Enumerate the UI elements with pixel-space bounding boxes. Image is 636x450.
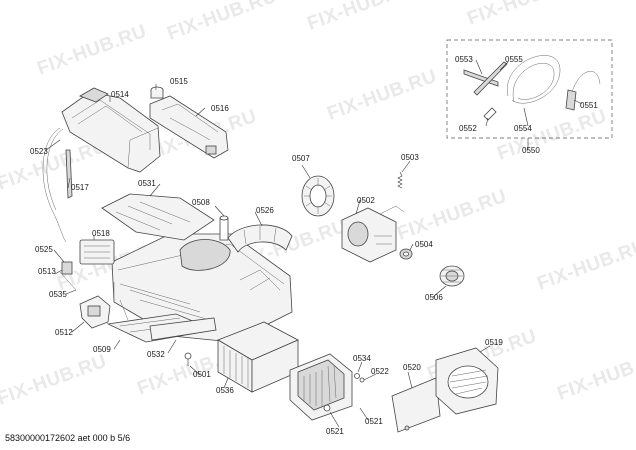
control-module-part [79,239,115,265]
part-label-0522: 0522 [371,367,389,376]
cylinder-part [219,215,229,241]
screw-part [184,352,192,366]
part-label-0553: 0553 [455,55,473,64]
drain-hose-edge [46,128,64,211]
leader-lines [45,59,583,428]
part-label-0504: 0504 [415,240,433,249]
part-label-0515: 0515 [170,77,188,86]
part-label-0536: 0536 [216,386,234,395]
base-frame-part [101,193,293,343]
part-label-0514: 0514 [111,90,129,99]
pulley-part [439,265,465,287]
part-label-0552: 0552 [459,124,477,133]
sensor-part [59,261,77,291]
part-label-0512: 0512 [55,328,73,337]
part-label-0502: 0502 [357,196,375,205]
part-label-0513: 0513 [38,267,56,276]
part-label-0501: 0501 [193,370,211,379]
duct-part [227,224,293,253]
container-cover-part [149,95,229,159]
part-label-0521: 0521 [365,417,383,426]
motor-part [341,205,405,263]
part-labels: 0514 0515 0516 0523 0517 0531 0508 0526 … [30,55,598,436]
part-label-0535: 0535 [49,290,67,299]
fan-wheel-part [301,175,335,217]
part-label-0521: 0521 [326,427,344,436]
part-label-0550: 0550 [522,146,540,155]
part-label-0554: 0554 [514,124,532,133]
watermark-text: FIX-HUB.RU [465,0,580,30]
part-label-0531: 0531 [138,179,156,188]
watermark-text: FIX-HUB.RU [0,351,110,410]
pump-part [79,295,111,329]
heat-exchanger-part [217,321,299,393]
watermark-text: FIX-HUB.RU [325,66,440,125]
hose-kit-group-box [446,39,613,139]
door-panel-part [391,377,441,433]
part-label-0517: 0517 [71,183,89,192]
watermark-text: FIX-HUB.RU [305,0,420,35]
cap-part [150,86,164,99]
part-label-0532: 0532 [147,350,165,359]
part-label-0551: 0551 [580,101,598,110]
hose-kit-parts [463,55,601,121]
filter-frame-part [289,353,365,421]
lower-rail-part [149,317,217,341]
part-label-0555: 0555 [505,55,523,64]
grille-part [435,347,499,415]
part-label-0516: 0516 [211,104,229,113]
watermark-text: FIX-HUB.RU [555,346,636,405]
part-label-0523: 0523 [30,147,48,156]
part-label-0507: 0507 [292,154,310,163]
part-label-0509: 0509 [93,345,111,354]
drain-hose-part [42,127,67,243]
spring-part [397,171,403,189]
part-label-0518: 0518 [92,229,110,238]
watermark-text: FIX-HUB.RU [35,21,150,80]
part-label-0534: 0534 [353,354,371,363]
watermark-text: FIX-HUB.RU [495,106,610,165]
hose-part [65,149,73,199]
part-label-0520: 0520 [403,363,421,372]
part-label-0519: 0519 [485,338,503,347]
watermark-text: FIX-HUB.RU [535,236,636,295]
part-label-0506: 0506 [425,293,443,302]
water-container-part [61,87,161,173]
part-label-0526: 0526 [256,206,274,215]
part-label-0525: 0525 [35,245,53,254]
watermark-text: FIX-HUB.RU [165,0,280,45]
document-reference: 58300000172602 aet 000 b 5/6 [5,433,131,443]
part-label-0503: 0503 [401,153,419,162]
bushing-part [399,248,413,260]
part-label-0508: 0508 [192,198,210,207]
watermark-text: FIX-HUB.RU [395,186,510,245]
